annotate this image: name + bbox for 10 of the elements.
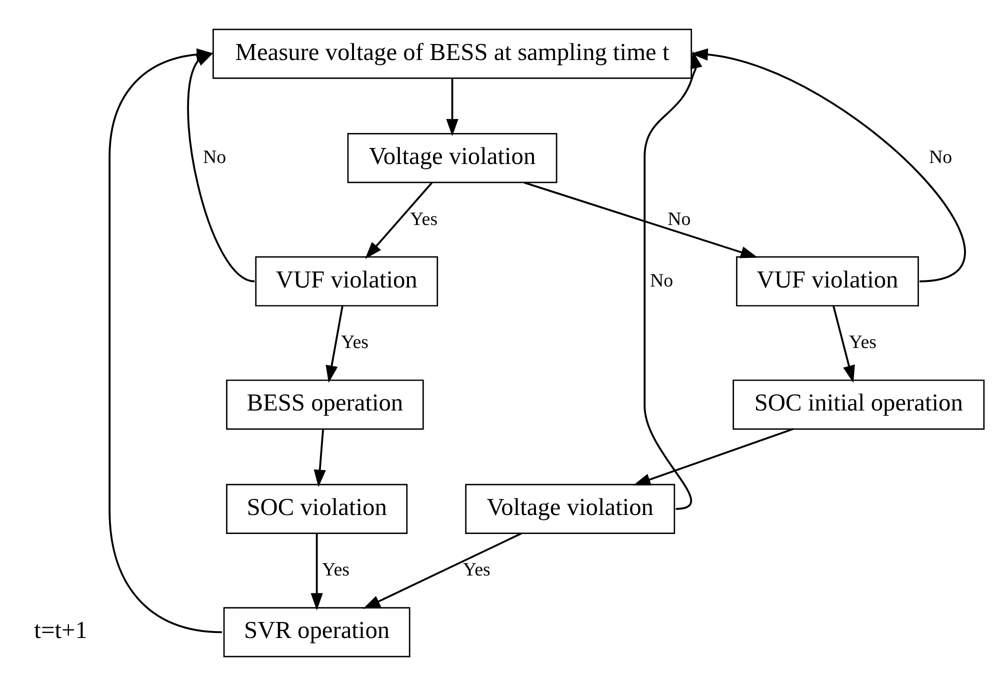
label: t=t+1 <box>34 617 88 644</box>
edge-label: Yes <box>462 560 490 581</box>
edge-label: Yes <box>322 560 350 581</box>
edge-label: No <box>668 208 691 230</box>
edge-label: Yes <box>848 332 876 354</box>
edge-label: Yes <box>340 332 369 354</box>
edge-label: No <box>929 147 952 168</box>
edge-label: Yes <box>410 208 438 230</box>
edge-label: No <box>650 270 674 292</box>
edge-label: No <box>202 147 226 168</box>
